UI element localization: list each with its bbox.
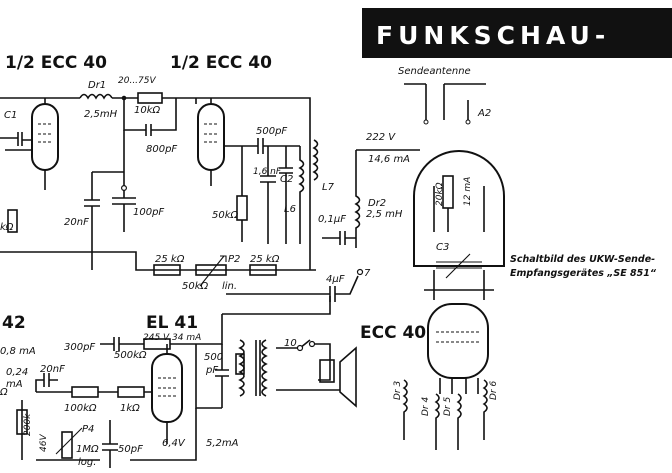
resistor-200k [16,409,28,435]
tube-ecc40 [427,303,489,379]
potentiometer-p4 [61,431,73,459]
potentiometer-p2 [195,264,227,276]
label-c3: C3 [436,242,449,253]
label-c1: C1 [4,110,17,121]
label-300pf: 300pF [64,342,95,353]
label-500k: 500kΩ [114,350,147,361]
label-1m: 1MΩ [76,444,99,455]
label-50pf: 50pF [118,444,143,455]
choke-dr3 [402,379,408,440]
label-14-6ma: 14,6 mA [368,154,410,165]
label-p4: P4 [82,424,94,435]
label-12ma: 12 mA [463,177,473,206]
label-50k-lin: 50kΩ [182,281,209,292]
label-pf: pF [205,365,218,376]
label-222v: 222 V [366,132,396,143]
tube-el41-label: EL 41 [146,313,198,333]
label-ma: mA [6,379,23,390]
label-dr2: Dr2 [368,198,386,209]
label-1-6nf: 1,6 nF [253,167,282,177]
label-a2: A2 [477,108,491,119]
label-dr2-value: 2,5 mH [366,209,403,220]
label-el41-rating: 245 V 34 mA [143,333,201,343]
tube-v2-label: 1/2 ECC 40 [170,53,272,73]
resistor-1k [117,386,145,398]
caption-line1: Schaltbild des UKW-Sende- [510,254,655,265]
label-1k: 1kΩ [120,403,140,414]
cap-20nf [84,172,100,270]
label-lin: lin. [222,281,237,292]
label-0-8ma: 0,8 mA [0,346,36,357]
label-r-k: kΩ [0,222,14,233]
label-01uf: 0,1μF [318,214,346,225]
label-p2: P2 [228,254,240,265]
antenna-dipole [404,83,486,120]
resistor-25k-a [153,264,181,276]
label-0-24: 0,24 [6,367,28,378]
label-25k-b: 25 kΩ [250,254,280,265]
label-l7: L7 [322,182,335,193]
label-100k: 100kΩ [64,403,97,414]
wire-node-124 [112,130,136,232]
label-20nf-b: 20nF [40,364,65,375]
label-500-b: 500 [204,352,223,363]
label-dr1: Dr1 [88,80,106,91]
choke-dr1 [79,93,113,100]
label-supply: 20...75V [118,76,156,86]
label-c2: C2 [280,174,293,185]
resistor-100k [71,386,99,398]
label-10k: 10kΩ [134,105,161,116]
tube-ecc40-label: ECC 40 [360,323,426,343]
label-sendeantenne: Sendeantenne [398,66,471,77]
label-50k: 50kΩ [212,210,239,221]
label-dr1-value: 2,5mH [84,109,118,120]
label-ohm-edge: Ω [0,387,8,398]
tube-ecc40-tx [413,150,505,267]
choke-dr4 [434,393,440,450]
tube-v1-label: 1/2 ECC 40 [5,53,107,73]
label-20nf: 20nF [64,217,89,228]
label-46v: 46V [39,434,49,452]
choke-dr6 [482,379,488,440]
label-dr4: Dr 4 [421,397,431,416]
header-title: FUNKSCHAU- [376,21,610,50]
label-200k: 200k [23,413,33,436]
choke-dr5 [456,393,462,450]
tube-partial-label: 42 [2,313,26,333]
resistor-50k-v2 [236,195,248,221]
label-4uf: 4μF [326,274,345,285]
label-20k: 20kΩ [435,182,445,206]
tube-el41 [151,353,183,423]
label-25k-a: 25 kΩ [155,254,185,265]
caption-line2: Empfangsgerätes „SE 851“ [510,268,657,279]
label-l6: L6 [284,204,296,215]
label-dr3: Dr 3 [393,381,403,400]
label-log: log. [78,457,96,468]
resistor-25k-b [249,264,277,276]
speaker-icon [339,346,357,408]
label-100pf: 100pF [133,207,164,218]
tube-v2 [197,103,225,171]
label-5-2ma: 5,2mA [206,438,239,449]
label-sw7: 7 [364,268,371,279]
header-banner [362,8,672,58]
label-dr6: Dr 6 [489,381,499,400]
tube-v1 [31,103,59,171]
label-800pf: 800pF [146,144,177,155]
label-500pf: 500pF [256,126,287,137]
label-sw10: 10 [284,338,297,349]
label-dr5: Dr 5 [443,397,453,416]
resistor-10k [137,92,163,104]
label-6-4v: 6,4V [162,438,186,449]
